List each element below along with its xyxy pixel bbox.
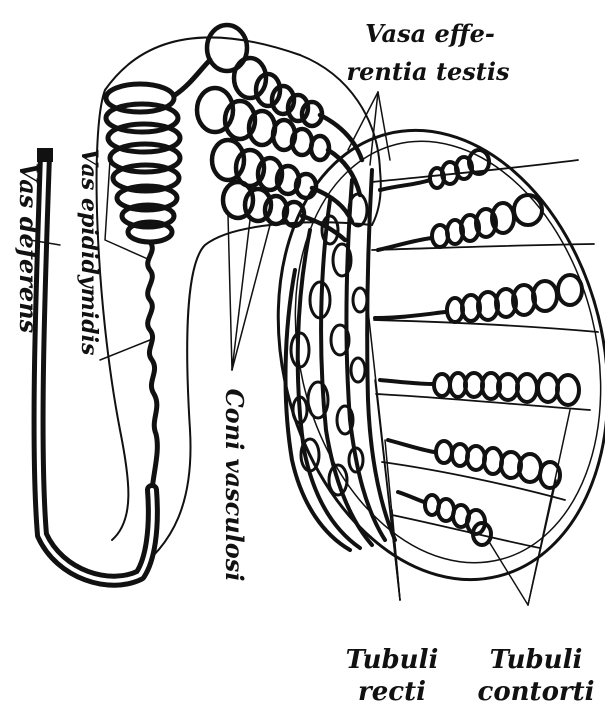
testis-septa bbox=[372, 160, 598, 548]
label-coni-vasculosi: Coni vasculosi bbox=[220, 389, 249, 582]
label-tubuli-contorti-line1: Tubuli bbox=[490, 645, 583, 675]
label-vas-deferens: Vas deferens bbox=[14, 163, 43, 334]
coni-vasculosi-coils bbox=[197, 25, 362, 240]
vas-epididymidis-coil bbox=[106, 60, 210, 490]
label-vasa-efferentia-line2: rentia testis bbox=[346, 57, 510, 86]
label-vasa-efferentia-line1: Vasa effe- bbox=[365, 19, 495, 48]
label-tubuli-contorti-line2: contorti bbox=[477, 677, 594, 707]
tubuli-contorti-coils bbox=[375, 150, 582, 545]
label-tubuli-recti-line2: recti bbox=[358, 677, 426, 707]
label-vas-epididymidis: Vas epididymidis bbox=[76, 149, 102, 356]
label-tubuli-recti-line1: Tubuli bbox=[346, 645, 439, 675]
testis-capsule bbox=[233, 95, 605, 615]
